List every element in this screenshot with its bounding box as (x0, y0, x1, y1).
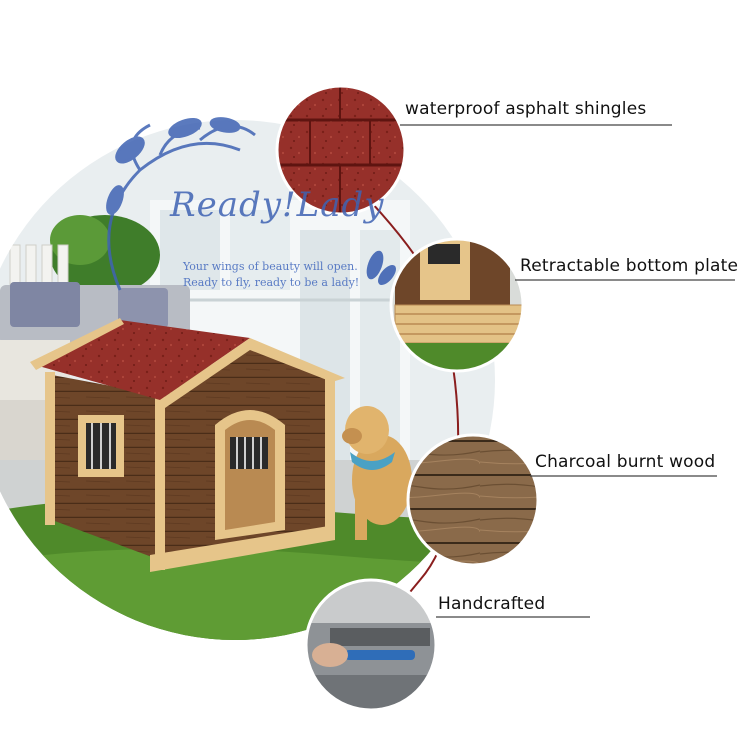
watermark-line-1: Your wings of beauty will open. (183, 260, 358, 273)
label-underlines (400, 124, 735, 618)
label-handcrafted: Handcrafted (438, 594, 546, 614)
label-bottom-plate: Retractable bottom plate (520, 256, 739, 276)
detail-charcoal-wood (406, 433, 540, 567)
detail-shingles (275, 84, 407, 216)
dog-house (30, 318, 345, 572)
label-charcoal-wood: Charcoal burnt wood (535, 452, 716, 472)
watermark-title: Ready!Lady (170, 185, 385, 225)
watermark-line-2: Ready to fly, ready to be a lady! (183, 276, 360, 289)
label-shingles: waterproof asphalt shingles (405, 99, 647, 119)
dog (342, 406, 412, 540)
watermark-ornament (106, 117, 256, 291)
butterfly-icon (366, 250, 396, 285)
main-scene (0, 120, 495, 640)
detail-bottom-plate (389, 237, 525, 373)
